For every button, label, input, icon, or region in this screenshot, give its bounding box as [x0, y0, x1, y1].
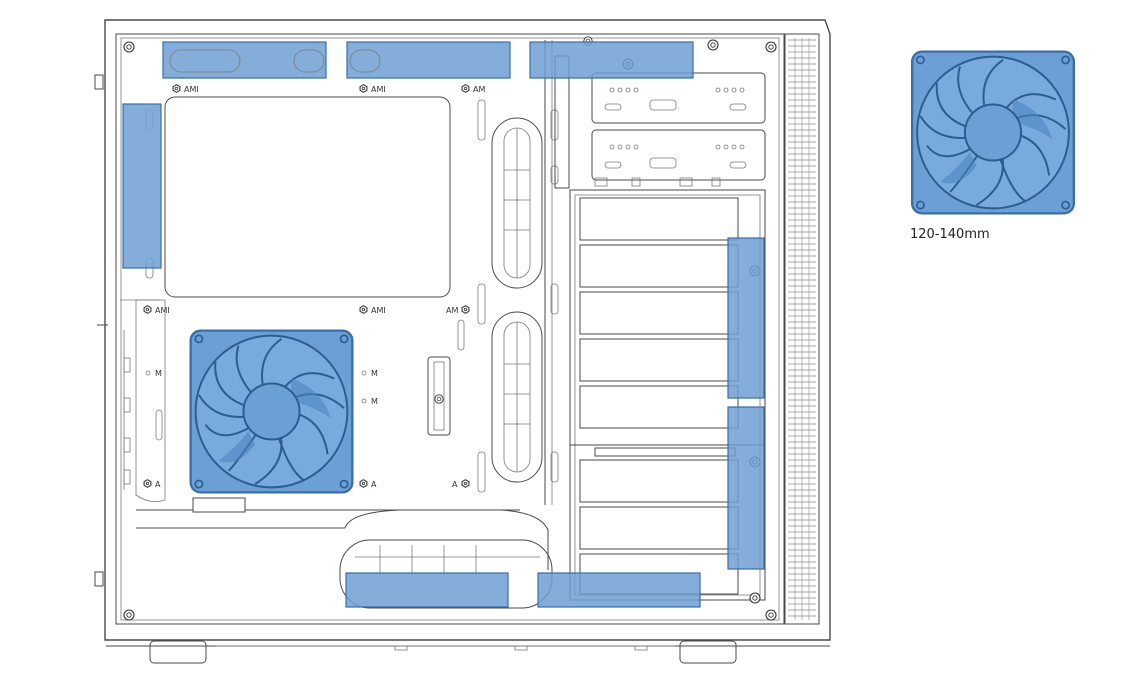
hex-standoff-icon	[359, 84, 368, 93]
mount-label: M	[155, 369, 162, 378]
mount-label: AM	[446, 306, 458, 315]
mount-label: M	[371, 369, 378, 378]
fan-icon	[910, 50, 1076, 215]
screw-icon	[707, 39, 719, 51]
fan-mount-top-3	[529, 41, 694, 79]
screw-icon	[749, 592, 761, 604]
fan-mount-front-lower	[727, 406, 765, 570]
screw-icon	[123, 41, 135, 53]
mount-label: AMI	[371, 306, 386, 315]
fan-mount-top-2	[346, 41, 511, 79]
screw-icon	[434, 394, 444, 404]
fan-mount-rear	[122, 103, 162, 269]
top-fan-outlines	[169, 49, 381, 73]
fan-mount-bottom-1	[345, 572, 509, 608]
mount-label: M	[371, 397, 378, 406]
screw-icon	[765, 41, 777, 53]
hex-standoff-icon	[461, 479, 470, 488]
motherboard-tray	[120, 40, 559, 609]
mount-label: AMI	[184, 85, 199, 94]
mount-label: AMI	[371, 85, 386, 94]
fan-mount-front-upper	[727, 237, 765, 399]
hex-standoff-icon	[359, 305, 368, 314]
mount-label: A	[155, 480, 161, 489]
fan-mount-bottom-2	[537, 572, 701, 608]
front-mesh-grille	[784, 33, 820, 625]
fan-size-legend: 120-140mm	[910, 50, 1076, 242]
case-body	[94, 19, 831, 664]
hex-standoff-icon	[359, 479, 368, 488]
fan-icon	[189, 329, 354, 494]
mount-label: A	[371, 480, 377, 489]
hex-standoff-icon	[143, 479, 152, 488]
hex-standoff-icon	[172, 84, 181, 93]
fan-size-label: 120-140mm	[910, 227, 990, 242]
fan-mount-highlights	[122, 41, 765, 608]
hex-standoff-icon	[143, 305, 152, 314]
mount-label: A	[452, 480, 458, 489]
screw-icon	[123, 609, 135, 621]
screw-icon	[765, 609, 777, 621]
mount-label: AM	[473, 85, 485, 94]
mount-label: AMI	[155, 306, 170, 315]
hex-standoff-icon	[461, 305, 470, 314]
fan-mount-top-1	[162, 41, 327, 79]
mount-labels: AMI AMI AM AMI AMI AM M M M A A A	[143, 84, 485, 489]
hex-standoff-icon	[461, 84, 470, 93]
